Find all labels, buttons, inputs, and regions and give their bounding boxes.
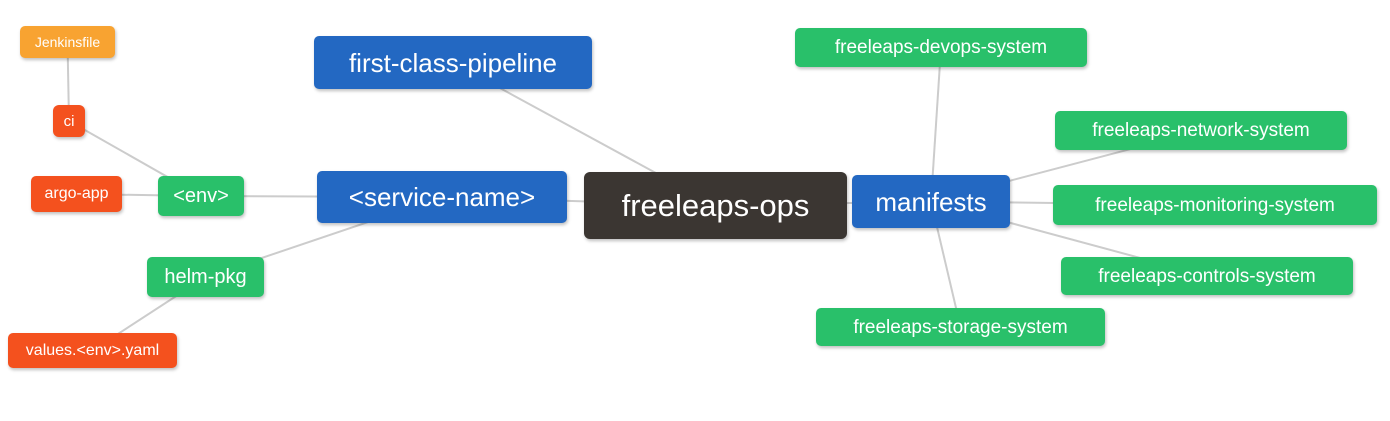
node-freeleaps-controls-system[interactable]: freeleaps-controls-system (1061, 257, 1353, 295)
node-freeleaps-network-system[interactable]: freeleaps-network-system (1055, 111, 1347, 150)
node-values-env-yaml[interactable]: values.<env>.yaml (8, 333, 177, 368)
node-ci[interactable]: ci (53, 105, 85, 137)
node-first-class-pipeline[interactable]: first-class-pipeline (314, 36, 592, 89)
node-manifests[interactable]: manifests (852, 175, 1010, 228)
node-freeleaps-ops[interactable]: freeleaps-ops (584, 172, 847, 239)
node-freeleaps-storage-system[interactable]: freeleaps-storage-system (816, 308, 1105, 346)
node-helm-pkg[interactable]: helm-pkg (147, 257, 264, 297)
node-env[interactable]: <env> (158, 176, 244, 216)
node-freeleaps-devops-system[interactable]: freeleaps-devops-system (795, 28, 1087, 67)
node-argo-app[interactable]: argo-app (31, 176, 122, 212)
node-service-name[interactable]: <service-name> (317, 171, 567, 223)
node-freeleaps-monitoring-system[interactable]: freeleaps-monitoring-system (1053, 185, 1377, 225)
node-jenkinsfile[interactable]: Jenkinsfile (20, 26, 115, 58)
